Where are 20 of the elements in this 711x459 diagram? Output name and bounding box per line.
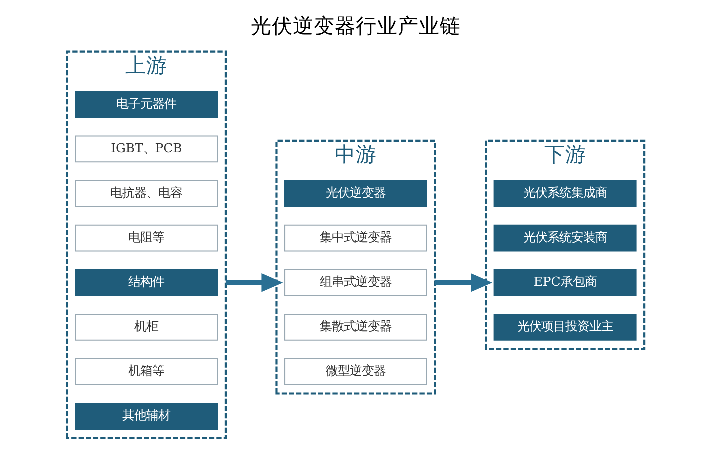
node-box: 电抗器、电容 [74, 180, 218, 208]
diagram-title: 光伏逆变器行业产业链 [250, 14, 460, 38]
node-box: 光伏逆变器 [284, 180, 427, 208]
node-box: 光伏项目投资业主 [493, 314, 636, 341]
arrow [225, 273, 283, 292]
node-box: IGBT、PCB [74, 136, 218, 163]
node-box: 集中式逆变器 [284, 224, 427, 252]
node-box: 光伏系统安装商 [493, 224, 636, 252]
node-box: 微型逆变器 [284, 358, 427, 386]
node-box: 集散式逆变器 [284, 314, 427, 341]
node-box: 组串式逆变器 [284, 269, 427, 296]
node-box: EPC承包商 [493, 269, 636, 296]
node-box: 机箱等 [74, 358, 218, 386]
node-box: 其他辅材 [74, 403, 218, 430]
arrow [434, 273, 492, 292]
node-box: 光伏系统集成商 [493, 180, 636, 208]
node-box: 电阻等 [74, 224, 218, 252]
node-box: 电子元器件 [74, 91, 218, 118]
node-box: 结构件 [74, 269, 218, 296]
node-box: 机柜 [74, 314, 218, 341]
